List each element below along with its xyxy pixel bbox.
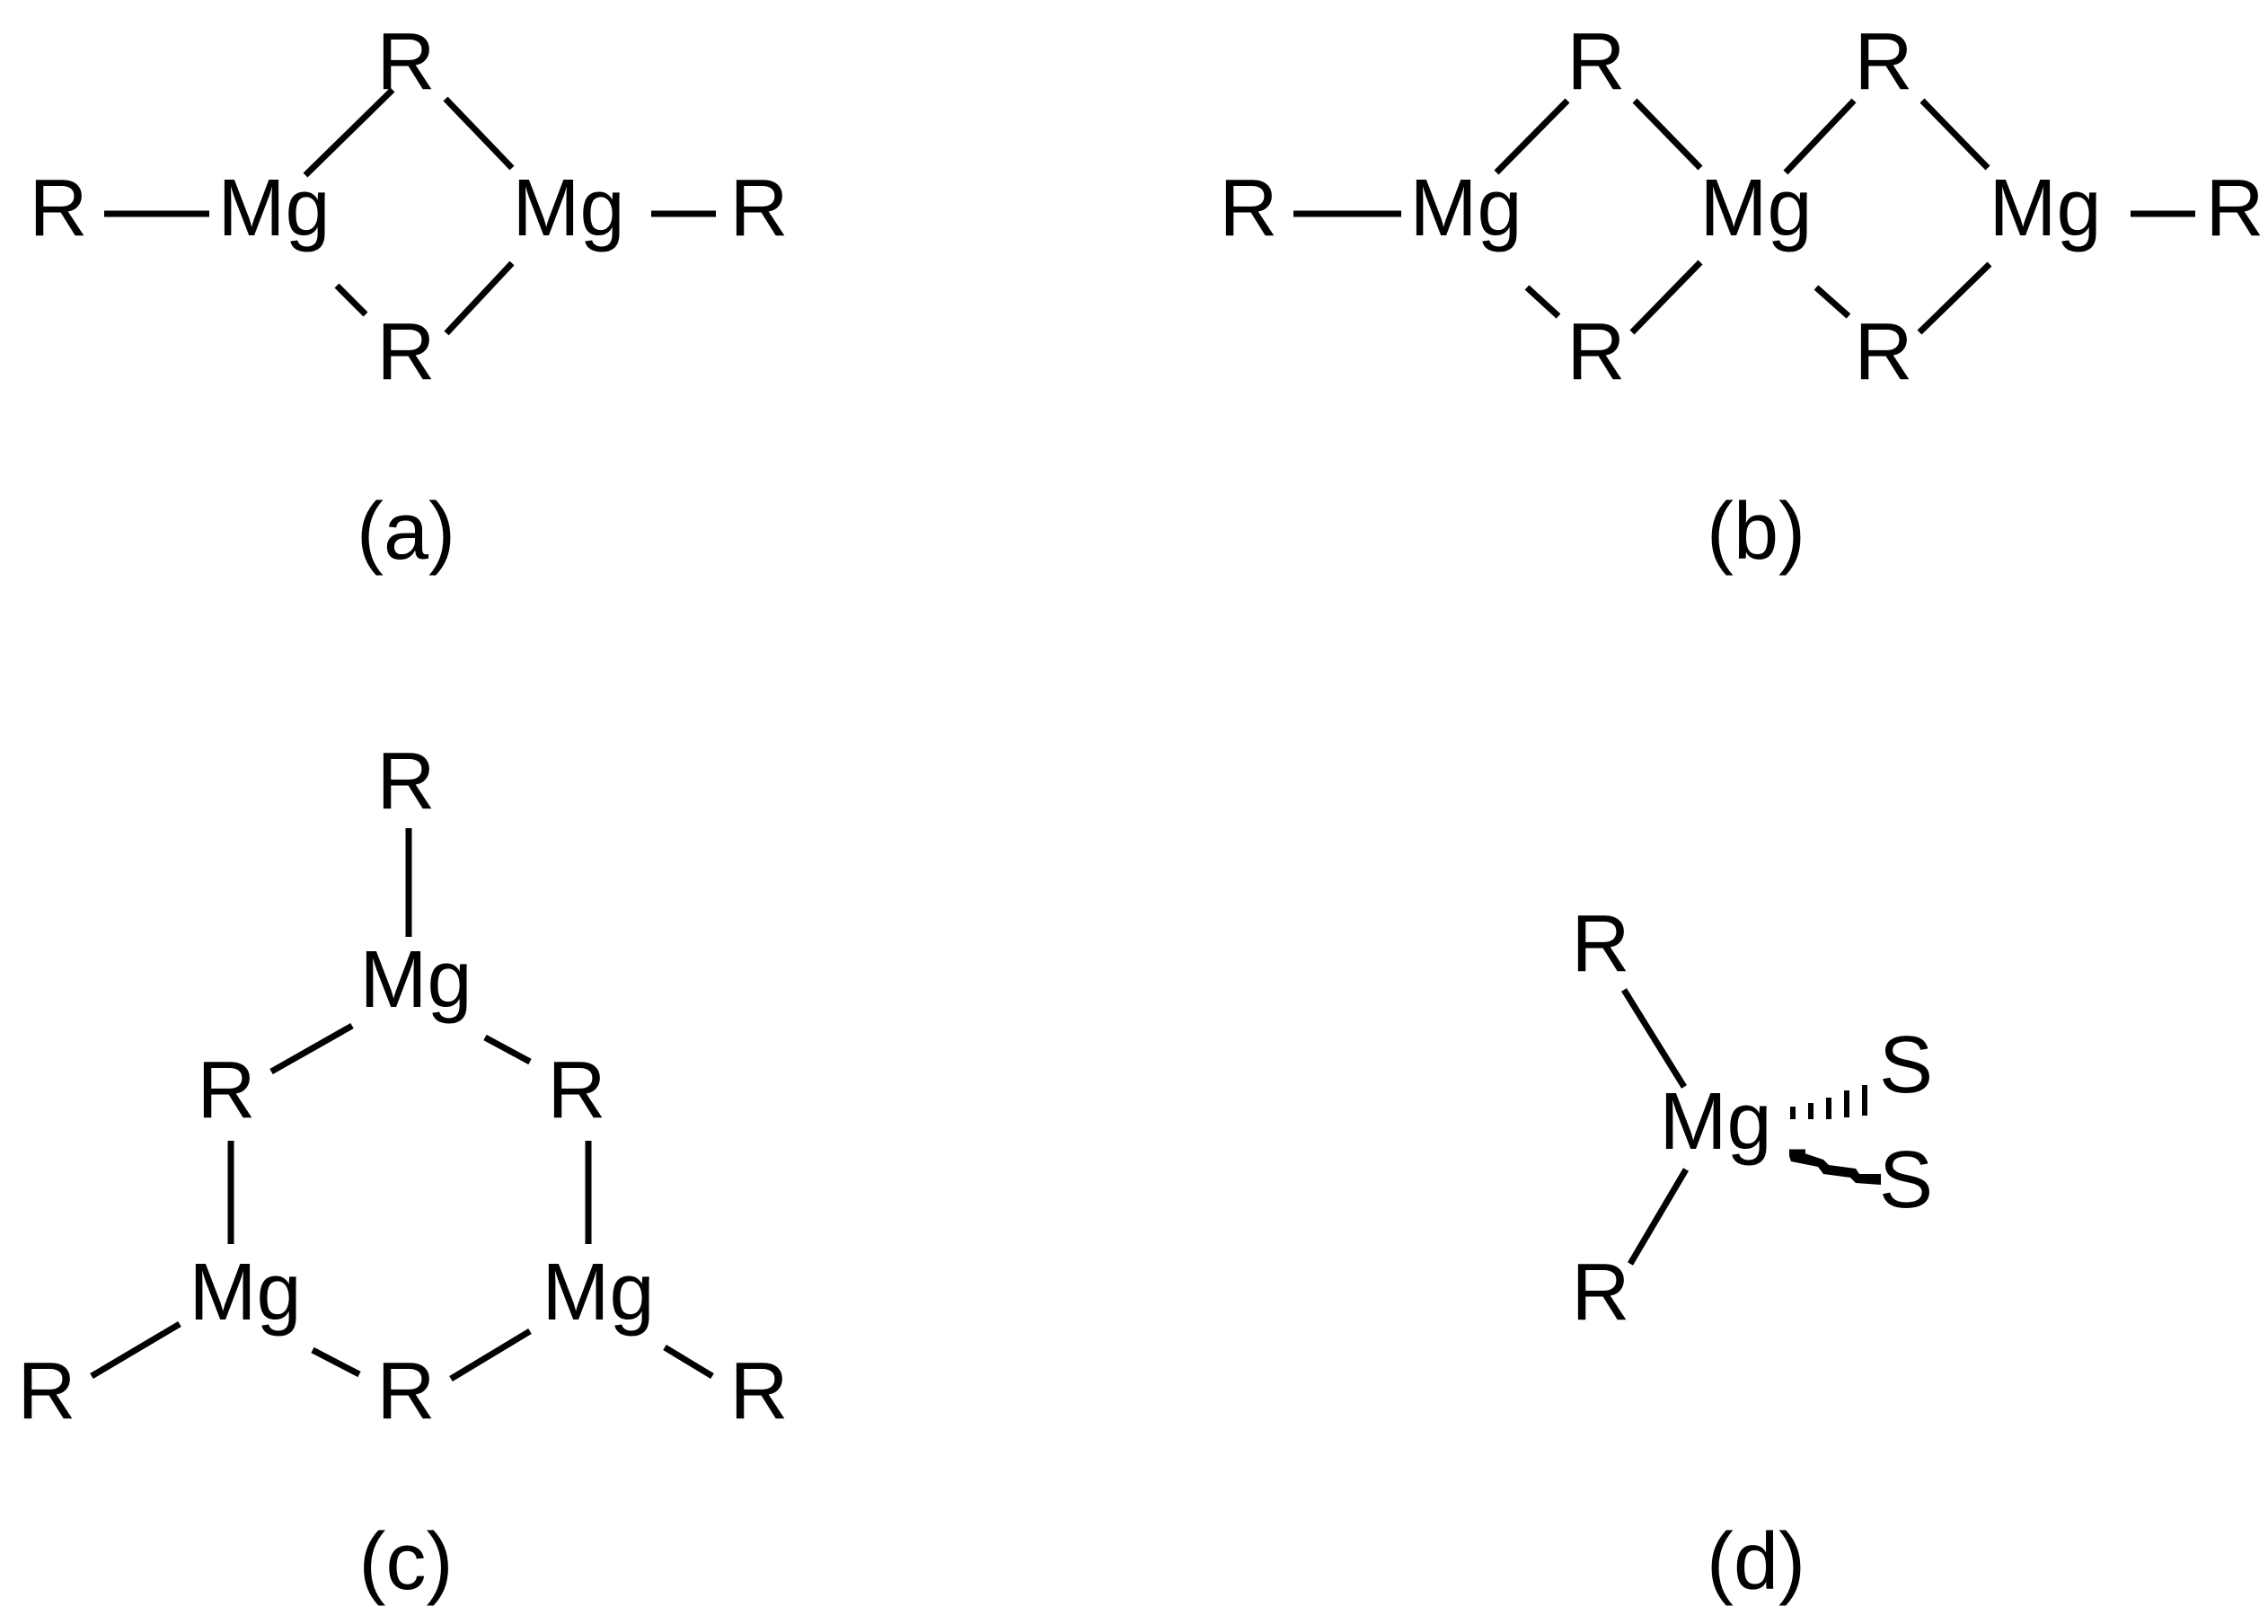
atom-r-b-bridge-bottom-1: R — [1567, 307, 1626, 397]
atom-mg-b-3: Mg — [1989, 163, 2101, 253]
caption-b: (b) — [1707, 487, 1805, 577]
bond-b-bottom-right-1 — [1629, 260, 1703, 335]
bond-c-terminal-left — [90, 1320, 181, 1380]
bond-a-top-right — [443, 96, 515, 171]
structure-c-cyclic-trimer: R Mg R R Mg Mg R R R (c) — [18, 737, 789, 1607]
atom-r-c-bridge-right: R — [548, 1046, 606, 1135]
bond-b-top-right-2 — [1919, 98, 1990, 171]
atom-r-c-terminal-right: R — [730, 1346, 789, 1436]
atom-mg-a-right: Mg — [512, 163, 624, 253]
atom-r-b-bridge-top-1: R — [1567, 17, 1626, 107]
bond-d-bottom — [1627, 1168, 1690, 1266]
bond-a-top-left — [303, 87, 395, 178]
atom-mg-a-left: Mg — [217, 163, 330, 253]
atom-r-a-terminal-right: R — [730, 163, 789, 253]
structure-d-solvated-monomer: R R Mg S S (d) — [1572, 899, 1934, 1607]
bond-a-bottom-right — [444, 260, 515, 336]
atom-r-d-bottom: R — [1572, 1248, 1630, 1337]
bond-c-bottom-right — [449, 1328, 532, 1381]
atom-mg-c-bottom-right: Mg — [542, 1248, 654, 1337]
bond-c-terminal-right — [663, 1345, 714, 1379]
atom-r-c-bridge-left: R — [198, 1046, 256, 1135]
bond-c-bottom-left — [311, 1346, 361, 1378]
atom-r-b-bridge-bottom-2: R — [1855, 307, 1913, 397]
bond-d-top — [1621, 988, 1687, 1089]
bond-c-top-right — [483, 1034, 532, 1065]
atom-r-c-bridge-bottom: R — [377, 1346, 436, 1436]
atom-r-d-top: R — [1572, 899, 1630, 989]
bond-b-top-left-2 — [1783, 98, 1857, 175]
bond-b-bottom-right-2 — [1917, 261, 1992, 335]
bond-b-bottom-left-1 — [1524, 285, 1561, 319]
hashed-wedge-bond-d — [1790, 1085, 1867, 1119]
atom-mg-b-1: Mg — [1409, 163, 1522, 253]
atom-r-c-terminal-top: R — [377, 737, 436, 826]
bold-wedge-bond-d — [1789, 1151, 1881, 1185]
bond-b-top-right-1 — [1632, 98, 1703, 171]
caption-c: (c) — [359, 1517, 454, 1607]
atom-r-b-terminal-right: R — [2206, 163, 2264, 253]
structure-a-dimer: R Mg R R Mg R (a) — [30, 17, 789, 577]
atom-mg-d: Mg — [1659, 1077, 1771, 1167]
bond-c-top-left — [269, 1022, 354, 1075]
caption-a: (a) — [357, 487, 455, 577]
bond-a-bottom-left — [334, 283, 368, 317]
atom-r-c-terminal-left: R — [18, 1346, 76, 1436]
bond-b-bottom-left-2 — [1814, 285, 1851, 319]
bond-b-top-left-1 — [1494, 98, 1570, 175]
atom-r-b-bridge-top-2: R — [1855, 17, 1913, 107]
atom-mg-c-bottom-left: Mg — [189, 1248, 301, 1337]
structure-b-chain: R Mg R R Mg R R Mg R (b) — [1220, 17, 2264, 577]
atom-s-d-back: S — [1879, 1020, 1933, 1110]
atom-s-d-front: S — [1879, 1135, 1933, 1225]
atom-mg-b-2: Mg — [1699, 163, 1812, 253]
atom-r-a-terminal-left: R — [30, 163, 88, 253]
atom-r-a-bridge-bottom: R — [377, 307, 436, 397]
atom-mg-c-top: Mg — [359, 935, 472, 1025]
caption-d: (d) — [1707, 1517, 1805, 1607]
atom-r-b-terminal-left: R — [1220, 163, 1278, 253]
